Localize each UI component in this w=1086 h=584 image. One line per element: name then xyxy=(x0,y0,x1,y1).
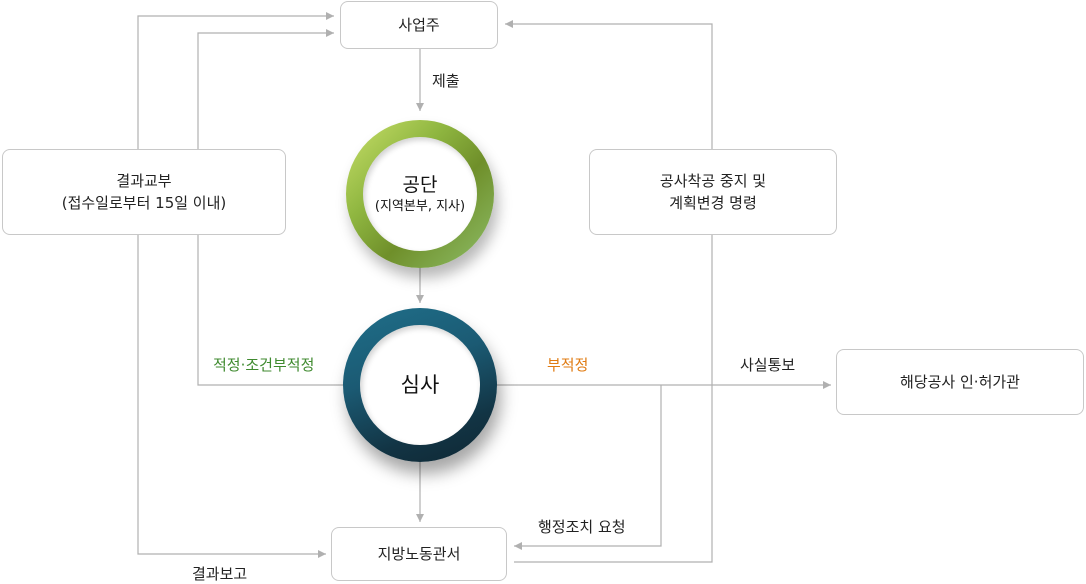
node-result-delivery: 결과교부 (접수일로부터 15일 이내) xyxy=(2,149,286,235)
label-suitable: 적정·조건부적정 xyxy=(213,356,315,374)
edge-admin-action xyxy=(514,385,662,550)
label-admin-action: 행정조치 요청 xyxy=(538,518,626,536)
edge-stop-order-top xyxy=(505,20,713,149)
edge-stop-order xyxy=(514,235,713,563)
edge-result-delivery-top xyxy=(137,12,334,149)
label-submit: 제출 xyxy=(432,72,460,90)
result-delivery-line1: 결과교부 xyxy=(116,172,172,190)
label-unsuitable: 부적정 xyxy=(547,356,589,374)
node-agency-title: 공단 xyxy=(402,174,438,196)
node-permit-authority-label: 해당공사 인·허가관 xyxy=(900,373,1020,391)
node-labor-office-label: 지방노동관서 xyxy=(377,545,461,563)
label-notify: 사실통보 xyxy=(740,356,796,374)
node-employer-label: 사업주 xyxy=(398,16,440,34)
stop-order-line2: 계획변경 명령 xyxy=(669,194,757,212)
node-stop-order: 공사착공 중지 및 계획변경 명령 xyxy=(589,149,837,235)
node-employer: 사업주 xyxy=(340,1,498,49)
node-review-title: 심사 xyxy=(400,373,440,397)
node-review: 심사 xyxy=(343,308,497,462)
node-permit-authority: 해당공사 인·허가관 xyxy=(836,349,1084,415)
edge-result-report xyxy=(137,235,326,558)
node-labor-office: 지방노동관서 xyxy=(331,527,507,581)
label-result-report: 결과보고 xyxy=(192,565,248,583)
stop-order-line1: 공사착공 중지 및 xyxy=(659,172,767,190)
node-agency-subtitle: (지역본부, 지사) xyxy=(374,199,466,214)
result-delivery-line2: (접수일로부터 15일 이내) xyxy=(61,194,227,212)
node-agency: 공단 (지역본부, 지사) xyxy=(346,120,494,268)
